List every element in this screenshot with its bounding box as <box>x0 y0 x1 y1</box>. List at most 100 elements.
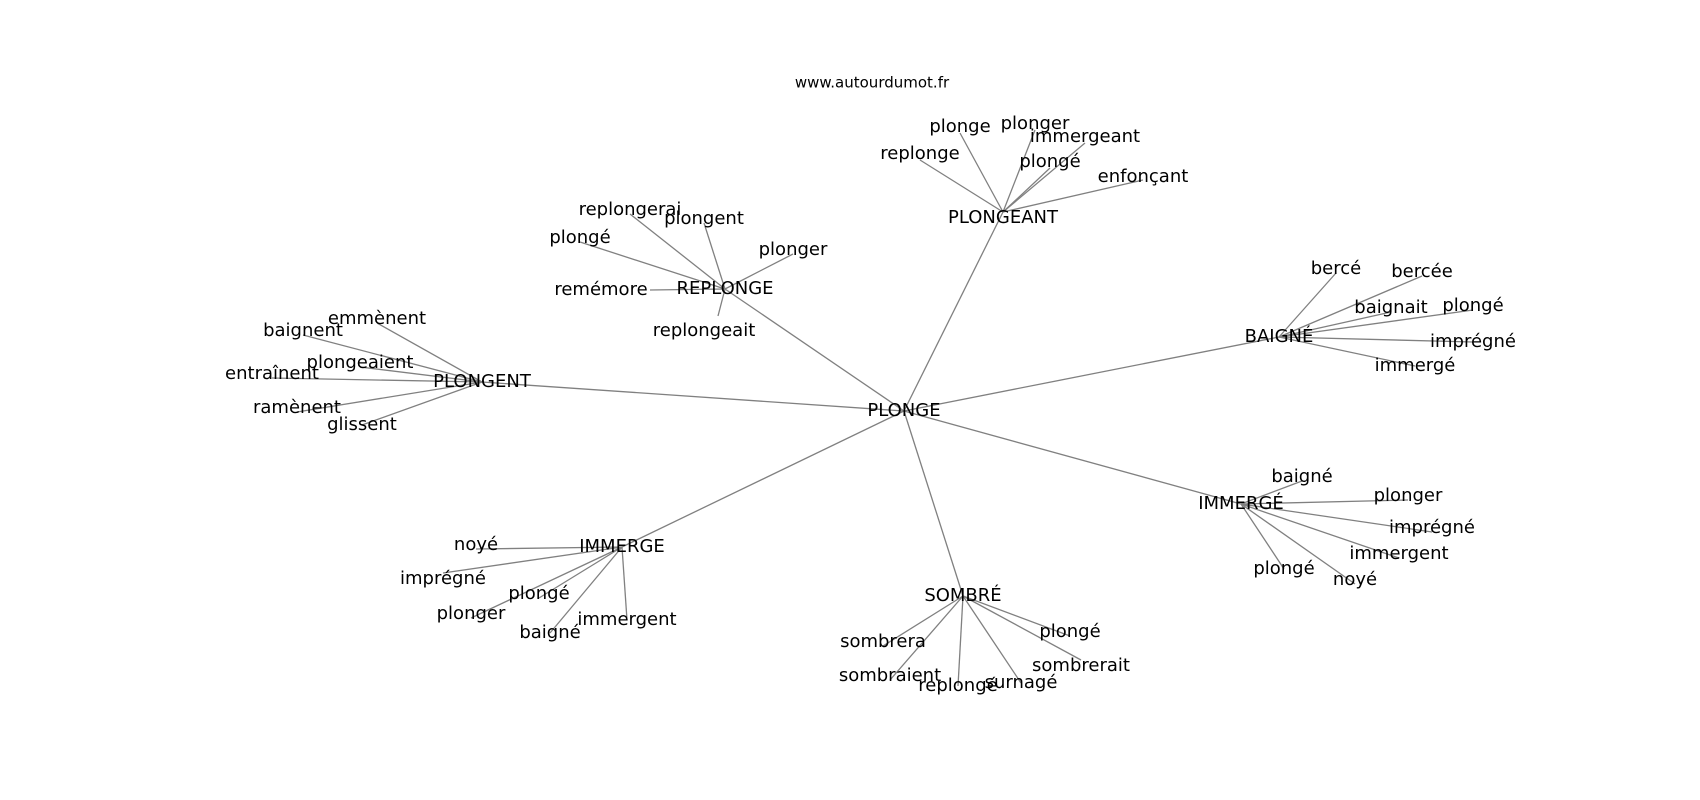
edge-plongent-plongeaient-2 <box>359 366 483 383</box>
word-node-plongeant-plonge-1: plonge <box>929 116 990 137</box>
word-node-sombre-replonge-4: replongé <box>918 675 997 696</box>
edge-immerge-immergent-5 <box>621 546 628 621</box>
edge-plongent-glissent-5 <box>361 381 483 426</box>
edge-baigne-plonge-3 <box>1278 309 1474 338</box>
edge-plongeant-plonge-1 <box>959 132 1004 213</box>
edge-plongeant-plonger-2 <box>1002 129 1036 213</box>
word-node-replonge-plonger-3: plonger <box>759 239 828 260</box>
edge-replonge-replongeait-5 <box>717 288 726 317</box>
cluster-node-plongent: PLONGENT <box>433 371 532 392</box>
edge-plongeant-enfoncant-5 <box>1002 179 1144 213</box>
edge-immerge-baigne-4 <box>549 546 623 634</box>
edge-immerge-plonge-5 <box>1240 503 1285 570</box>
word-node-immerge-immergent-5: immergent <box>577 609 676 630</box>
word-node-plongeant-plonger-2: plonger <box>1001 113 1070 134</box>
edge-immerge-impregne-2 <box>1240 503 1433 533</box>
edge-sombre-replonge-4 <box>957 595 964 687</box>
edge-plongent-ramenent-4 <box>296 381 483 413</box>
edge-plongent-emmenent-0 <box>376 322 483 383</box>
edge-immerge-noye-4 <box>1240 503 1356 585</box>
center-node: PLONGE <box>867 400 940 421</box>
edge-immerge-baigne-0 <box>1240 480 1303 505</box>
edge-center-sombre <box>903 410 964 597</box>
edge-center-plongeant <box>903 211 1004 412</box>
edge-sombre-surnage-5 <box>962 595 1022 684</box>
word-node-sombre-plonge-1: plongé <box>1039 621 1100 642</box>
cluster-node-sombre: SOMBRÉ <box>924 584 1001 606</box>
word-node-plongeant-enfoncant-5: enfonçant <box>1098 166 1189 187</box>
edge-replonge-rememore-4 <box>649 288 726 291</box>
word-node-sombre-surnage-5: surnagé <box>985 672 1058 693</box>
edge-replonge-plonger-3 <box>724 253 794 290</box>
word-node-plongent-emmenent-0: emmènent <box>328 308 426 329</box>
edge-immerge-plonger-3 <box>470 546 623 619</box>
edge-center-immerge <box>621 410 905 548</box>
edge-replonge-plongent-1 <box>703 222 726 290</box>
word-node-plongent-plongeaient-2: plongeaient <box>307 352 414 373</box>
edge-sombre-plonge-1 <box>962 595 1071 637</box>
word-node-baigne-impregne-4: imprégné <box>1430 331 1516 352</box>
edge-baigne-berce-0 <box>1278 272 1337 338</box>
word-node-immerge-plonge-5: plongé <box>1253 558 1314 579</box>
word-node-baigne-immerge-5: immergé <box>1375 355 1456 376</box>
edge-center-plongent <box>481 381 905 412</box>
word-node-plongent-ramenent-4: ramènent <box>253 397 341 418</box>
word-node-baigne-bercee-1: bercée <box>1391 261 1453 282</box>
word-node-plongeant-immergeant-3: immergeant <box>1030 126 1140 147</box>
word-node-immerge-impregne-1: imprégné <box>400 568 486 589</box>
word-node-immerge-plonger-1: plonger <box>1374 485 1443 506</box>
edge-immerge-impregne-1 <box>442 546 623 574</box>
word-node-immerge-baigne-0: baigné <box>1271 466 1332 487</box>
graph-edges <box>271 129 1474 687</box>
edge-sombre-sombraient-3 <box>889 595 964 681</box>
edge-baigne-baignait-2 <box>1278 311 1392 338</box>
edge-plongeant-replonge-0 <box>919 159 1004 213</box>
word-node-plongeant-replonge-0: replonge <box>880 143 959 164</box>
cluster-node-replonge: REPLONGE <box>676 278 773 299</box>
word-node-baigne-plonge-3: plongé <box>1442 295 1503 316</box>
edge-plongent-entrainent-3 <box>271 377 483 383</box>
word-node-sombre-sombrerait-2: sombrerait <box>1032 655 1130 676</box>
cluster-node-immerge: IMMERGÉ <box>1198 492 1284 514</box>
word-node-immerge-noye-0: noyé <box>454 534 498 555</box>
edge-immerge-noye-0 <box>475 546 623 550</box>
word-node-baigne-baignait-2: baignait <box>1354 297 1427 318</box>
word-node-plongent-glissent-5: glissent <box>327 414 397 435</box>
word-node-plongent-entrainent-3: entraînent <box>225 363 319 384</box>
edge-replonge-replongerai-0 <box>629 213 726 290</box>
edge-baigne-bercee-1 <box>1278 275 1423 338</box>
word-node-plongeant-plonge-4: plongé <box>1019 151 1080 172</box>
cluster-node-immerge: IMMERGE <box>579 536 665 557</box>
edge-center-baigne <box>903 336 1280 412</box>
edge-sombre-sombrera-0 <box>882 595 964 647</box>
edge-plongeant-plonge-4 <box>1002 167 1051 213</box>
word-node-replonge-plonge-2: plongé <box>549 227 610 248</box>
edge-plongent-baignent-1 <box>302 334 483 383</box>
word-node-immerge-immergent-3: immergent <box>1349 543 1448 564</box>
edge-immerge-immergent-3 <box>1240 503 1400 559</box>
edge-replonge-plonge-2 <box>579 241 726 290</box>
edge-immerge-plonger-1 <box>1240 499 1409 505</box>
word-node-immerge-plonge-2: plongé <box>508 583 569 604</box>
word-node-immerge-baigne-4: baigné <box>519 622 580 643</box>
edge-baigne-immerge-5 <box>1278 336 1416 367</box>
source-url: www.autourdumot.fr <box>795 74 950 92</box>
word-node-replonge-replongeait-5: replongeait <box>653 320 756 341</box>
edge-plongeant-immergeant-3 <box>1002 142 1086 213</box>
word-node-sombre-sombrera-0: sombrera <box>840 631 926 652</box>
word-node-baigne-berce-0: bercé <box>1311 258 1361 279</box>
word-node-immerge-noye-4: noyé <box>1333 569 1377 590</box>
cluster-node-plongeant: PLONGEANT <box>948 207 1059 228</box>
edge-sombre-sombrerait-2 <box>962 595 1082 661</box>
word-node-replonge-replongerai-0: replongerai <box>579 199 682 220</box>
word-node-replonge-plongent-1: plongent <box>664 208 744 229</box>
edge-center-immerge <box>903 410 1242 505</box>
word-node-immerge-plonger-3: plonger <box>437 603 506 624</box>
word-node-sombre-sombraient-3: sombraient <box>839 665 941 686</box>
edge-immerge-plonge-2 <box>538 546 623 599</box>
word-node-replonge-rememore-4: remémore <box>554 279 647 300</box>
word-node-plongent-baignent-1: baignent <box>263 320 343 341</box>
edge-center-replonge <box>724 288 905 412</box>
